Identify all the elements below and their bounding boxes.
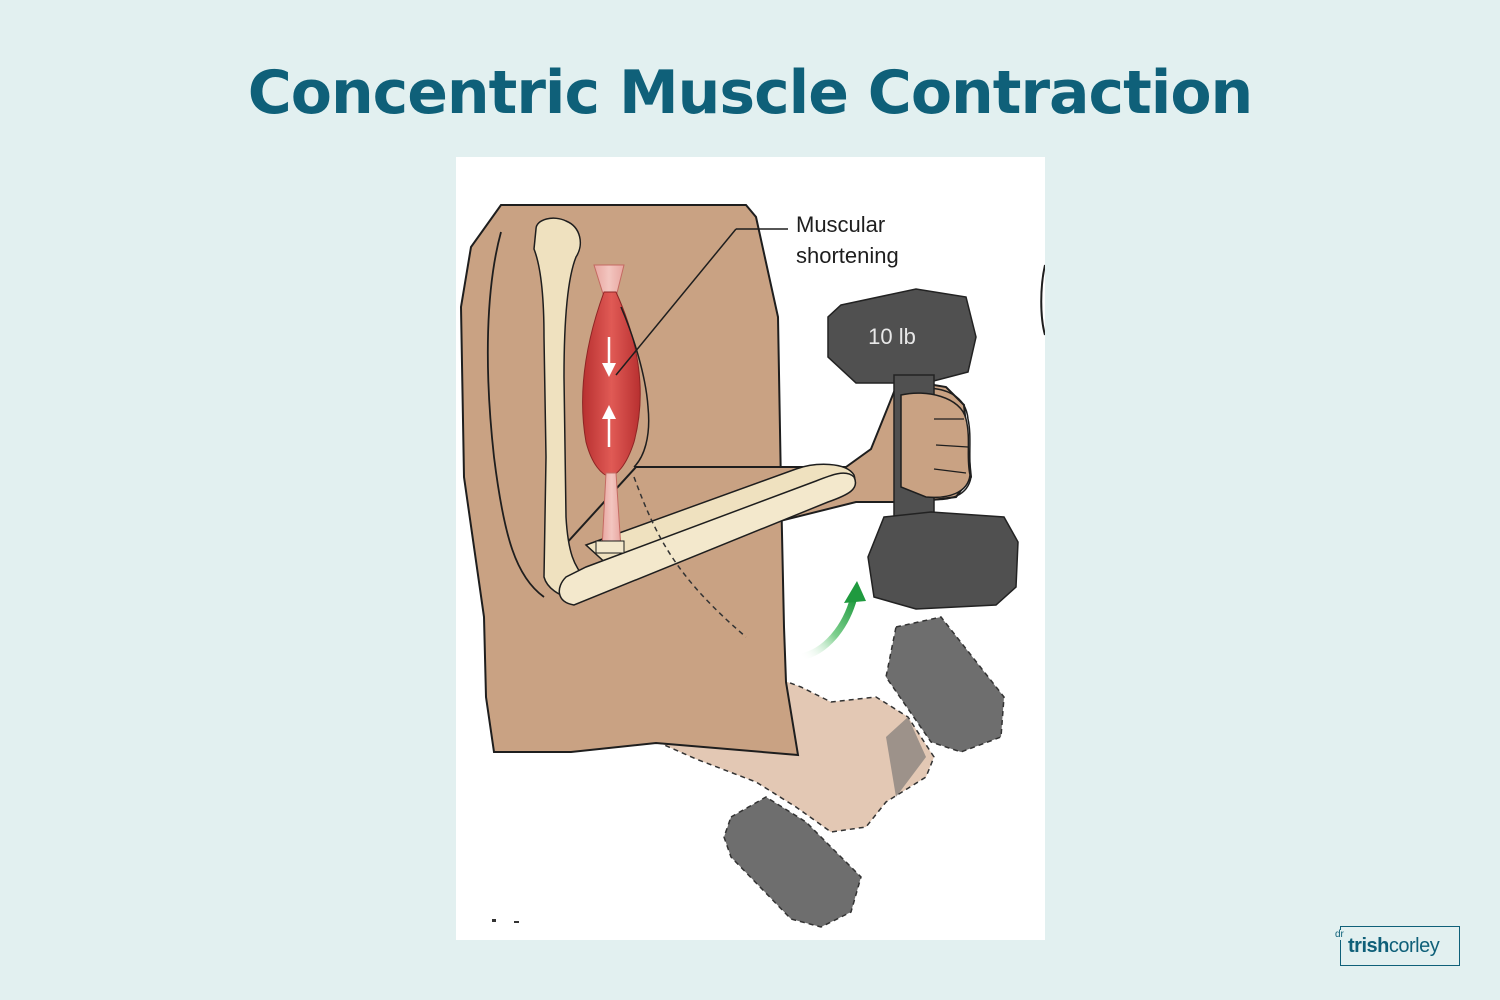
logo-name-regular: corley bbox=[1388, 935, 1440, 957]
dumbbell-bottom-weight bbox=[867, 511, 1019, 610]
arm-contour bbox=[486, 231, 545, 598]
ghost-dumbbell-upper bbox=[885, 616, 1005, 753]
page-title: Concentric Muscle Contraction bbox=[247, 58, 1254, 128]
muscle-bulge-contour bbox=[620, 306, 650, 468]
tendon-attachment bbox=[595, 540, 625, 554]
logo-wordmark: trishcorley bbox=[1348, 935, 1440, 957]
ghost-dumbbell-handle bbox=[886, 717, 926, 797]
hand-grip bbox=[900, 392, 971, 499]
right-edge-contour bbox=[1040, 264, 1045, 336]
ghost-arm-contour bbox=[633, 476, 747, 638]
hand-fingers bbox=[915, 387, 972, 501]
down-arrow-icon bbox=[602, 337, 616, 377]
upward-motion-arrow-icon bbox=[797, 581, 866, 661]
muscle-label-line2: shortening bbox=[796, 243, 899, 268]
artifact-mark-2 bbox=[514, 921, 519, 923]
label-leader-line bbox=[615, 228, 737, 376]
muscle-label-line1: Muscular bbox=[796, 212, 885, 237]
arm-illustration: Muscular shortening 10 lb bbox=[456, 157, 1045, 940]
ghost-dumbbell-lower bbox=[723, 796, 862, 928]
artifact-mark bbox=[492, 919, 496, 922]
up-arrow-icon bbox=[602, 405, 616, 447]
logo-prefix: dr bbox=[1335, 929, 1344, 940]
logo-name-bold: trish bbox=[1348, 935, 1389, 957]
humerus-bone bbox=[533, 217, 587, 604]
ulna-bone bbox=[558, 472, 857, 606]
weight-label: 10 lb bbox=[868, 324, 916, 349]
brand-logo: dr trishcorley bbox=[1335, 926, 1460, 966]
dumbbell-top-weight bbox=[827, 288, 977, 384]
finger-lines bbox=[933, 418, 969, 474]
